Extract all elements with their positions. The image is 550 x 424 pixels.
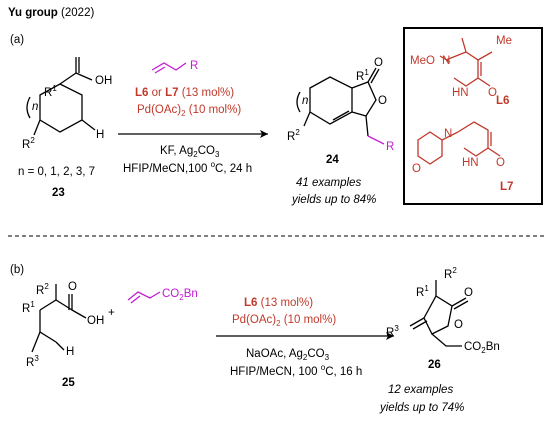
catalyst-b: Pd(OAc)2 (10 mol%) [232,314,336,328]
substrate-25-h: H [66,346,74,358]
conditions-a: HFIP/MeCN,100 oC, 24 h [123,160,252,175]
base-b: NaOAc, Ag2CO3 [246,348,330,362]
ligand-L6-meo: MeO [410,55,435,67]
product-26-yields: yields up to 74% [379,402,464,414]
product-26-carbonyl-o: O [464,287,473,299]
ligand-L6-hn: HN [452,87,469,99]
substrate-25-r2: R2 [36,282,49,297]
substrate-23-r1: R1 [44,84,57,99]
product-26-r3: R3 [386,324,399,339]
product-24-r: R [386,141,394,153]
ligand-b: L6 (13 mol%) [244,297,313,309]
substrate-25-oh: OH [87,315,104,327]
product-26-structure [409,280,469,347]
reaction-arrow-b-head [386,332,394,340]
substrate-25-r3: R3 [26,354,39,369]
product-26-number: 26 [428,359,441,371]
product-26-r2: R2 [444,266,457,281]
product-24-ring-o: O [378,95,387,107]
alkene-r: R [190,60,198,72]
base-a: KF, Ag2CO3 [160,145,220,159]
substrate-23-oh: OH [95,75,112,87]
acrylate-structure [127,291,161,304]
ligand-L7-o-morpholine: O [412,163,421,175]
product-24-structure [296,67,385,145]
substrate-23-structure [26,57,96,136]
substrate-25-number: 25 [62,377,75,389]
ligand-L6-o: O [488,87,497,99]
substrate-23-number: 23 [52,187,65,199]
ligand-L7-structure [417,121,501,165]
group-title: Yu group (2022) [8,7,94,19]
ligand-L6-me: Me [496,35,512,47]
conditions-b: HFIP/MeCN, 100 oC, 16 h [230,363,362,378]
substrate-23-r2: R2 [22,136,35,151]
product-24-examples: 41 examples [296,177,361,189]
product-24-n: n [302,95,308,107]
product-24-r2: R2 [287,128,300,143]
ligand-box [403,27,543,205]
product-24-number: 24 [326,154,339,166]
product-26-r1: R1 [416,284,429,299]
reaction-arrow-a-head [260,130,268,138]
ligand-L7-label: L7 [500,181,513,193]
substrate-25-structure [31,284,87,353]
product-26-examples: 12 examples [388,384,453,396]
substrate-25-carbonyl-o: O [68,281,77,293]
ligand-L7-o: O [496,157,505,169]
product-24-r1: R1 [356,68,369,83]
ligand-L6-structure [439,37,493,87]
acrylate-ester: CO2Bn [162,288,198,302]
ligand-L7-hn: HN [462,157,479,169]
substrate-25-r1: R1 [22,300,35,315]
product-24-yields: yields up to 84% [291,194,376,206]
substrate-23-h: H [96,129,104,141]
catalyst-a: Pd(OAc)2 (10 mol%) [137,104,241,118]
ligand-L6-n: N [442,55,450,67]
plus-sign: + [108,307,115,319]
ligand-L6-label: L6 [496,95,509,107]
substrate-23-n: n [32,101,38,113]
product-24-carbonyl-o: O [374,57,383,69]
panel-a-label: (a) [10,34,24,46]
ligand-L7-n: N [444,128,452,140]
alkene-reagent [151,62,187,74]
substrate-23-n-values: n = 0, 1, 2, 3, 7 [18,166,95,178]
panel-b-label: (b) [10,264,24,276]
ligand-choice-a: L6 or L7 (13 mol%) [135,87,234,99]
product-26-ester: CO2Bn [464,341,500,355]
product-26-ring-o: O [454,319,463,331]
